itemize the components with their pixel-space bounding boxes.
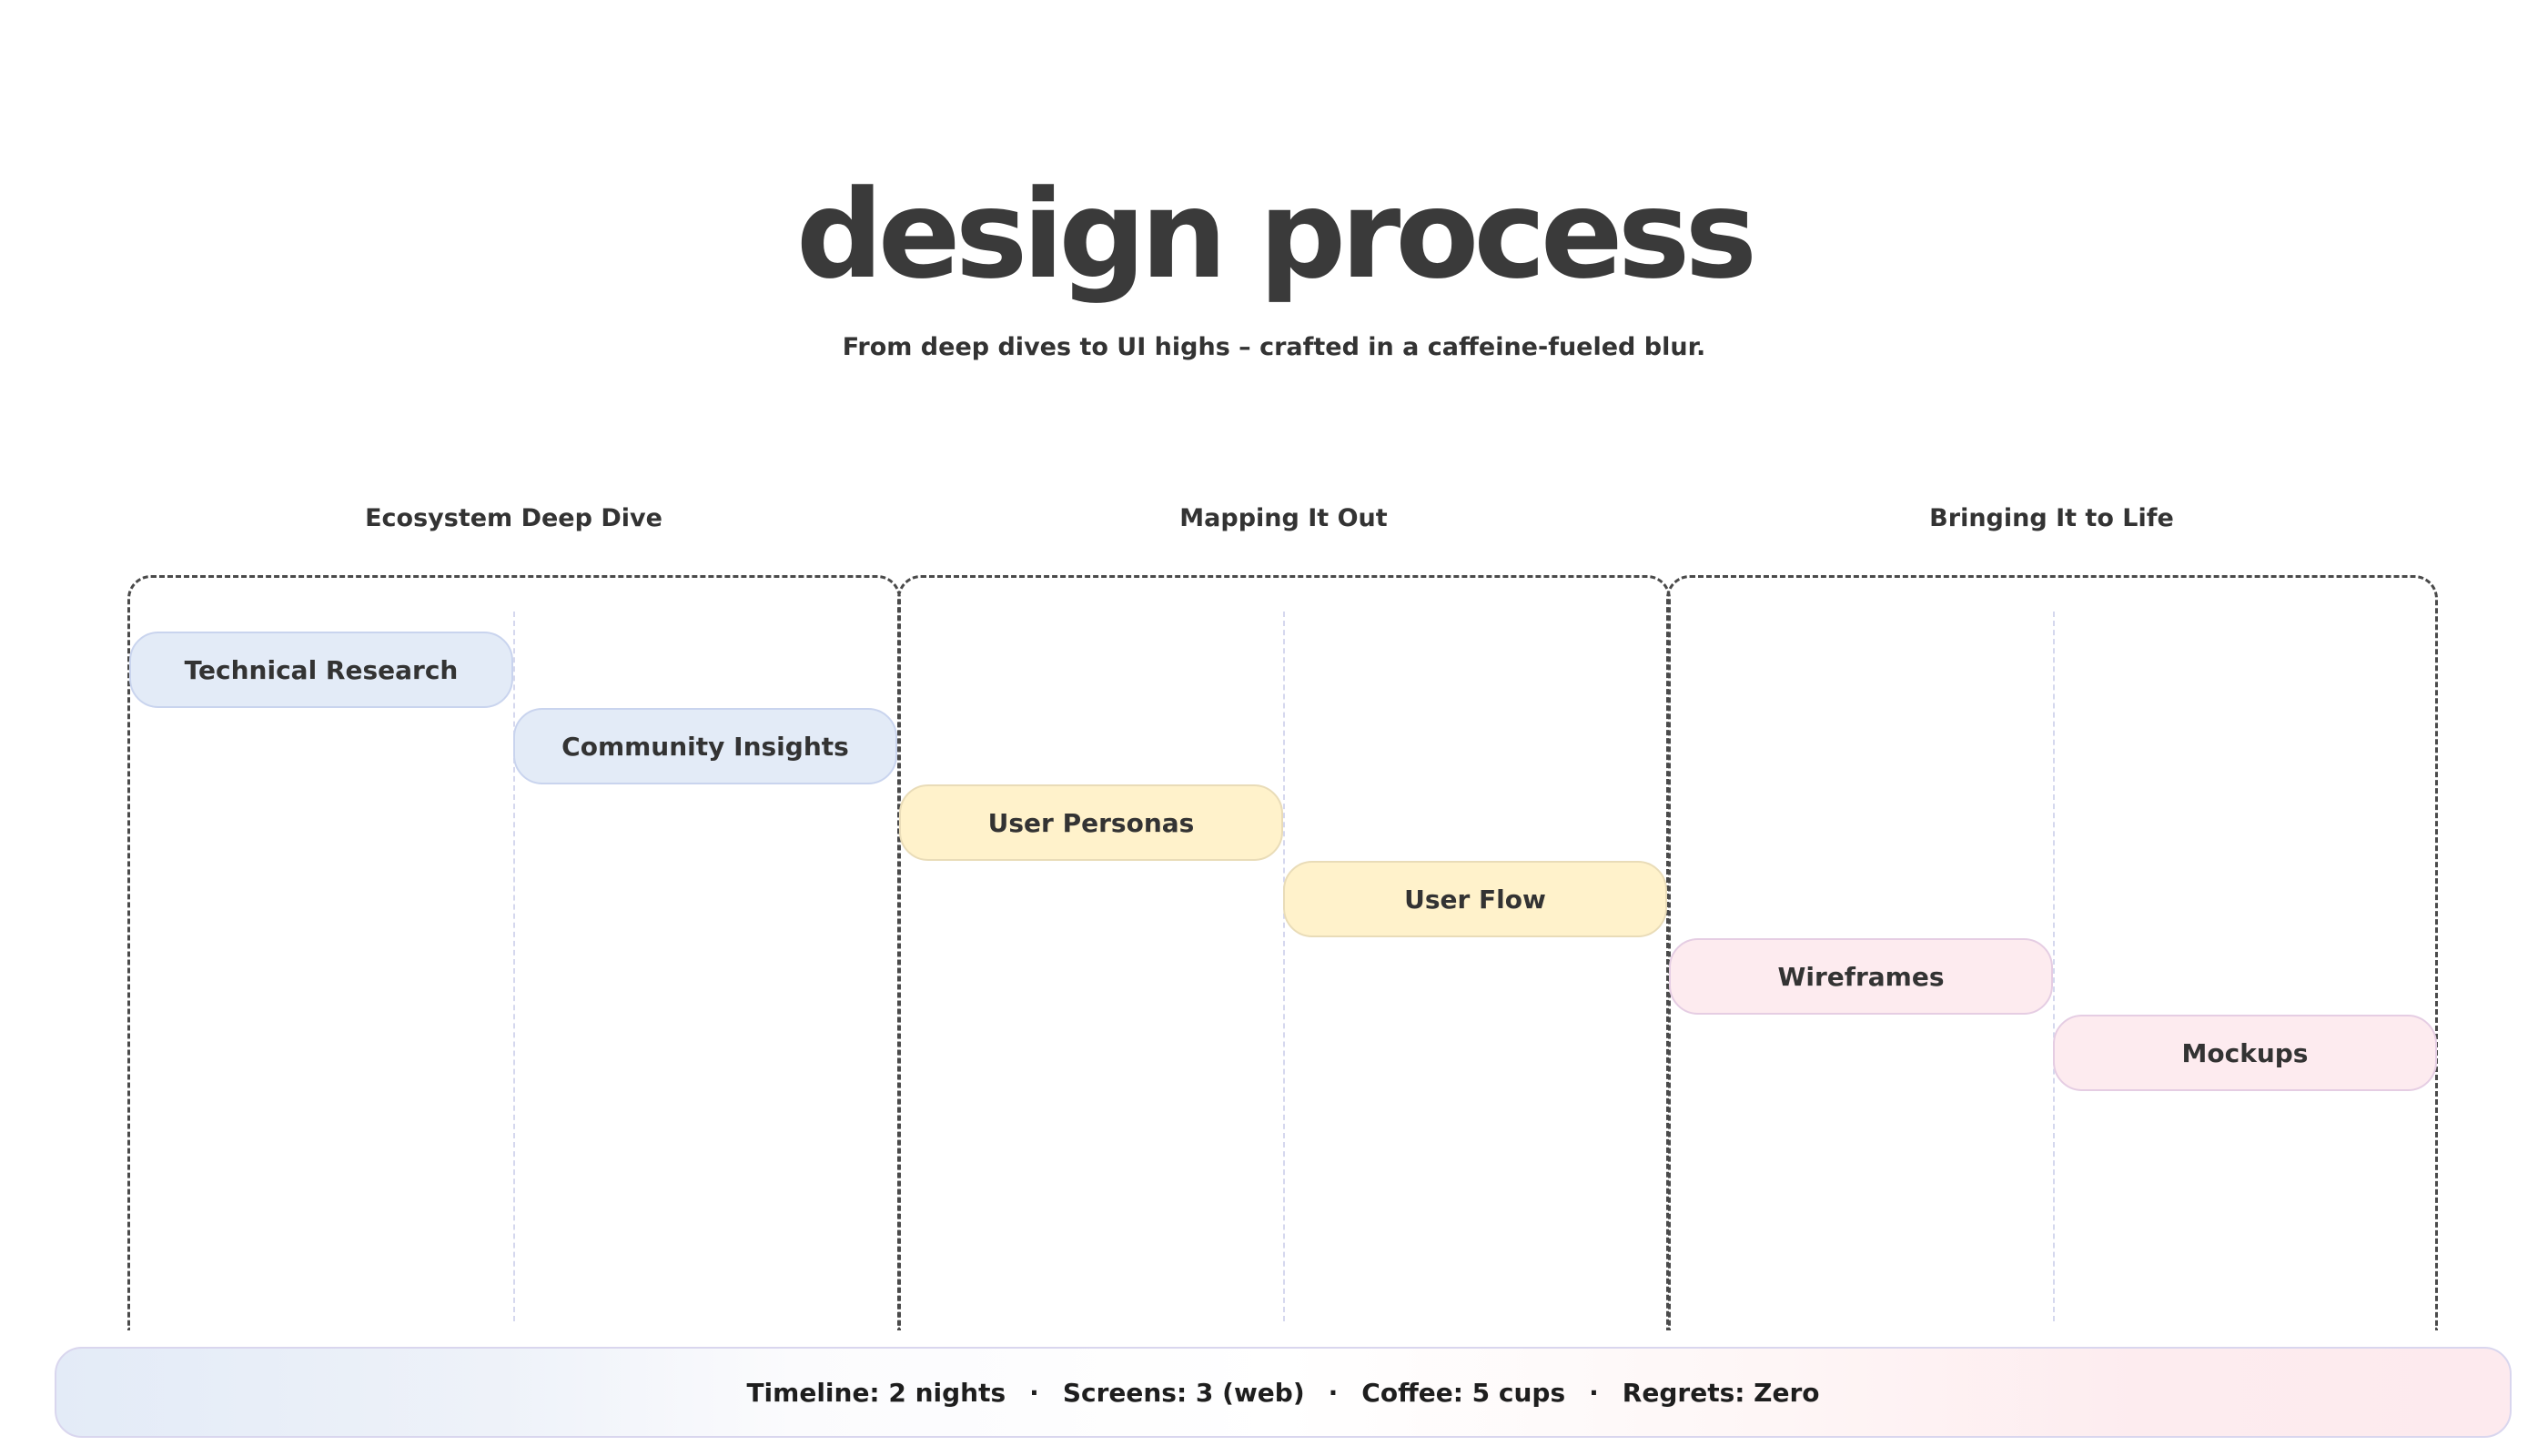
page-subtitle: From deep dives to UI highs – crafted in…	[842, 333, 1706, 361]
phase-box-mapping	[897, 575, 1671, 1330]
stat-coffee: Coffee: 5 cups	[1361, 1377, 1566, 1408]
phase-label-mapping: Mapping It Out	[1179, 504, 1388, 532]
stat-separator: ·	[1589, 1377, 1599, 1408]
step-wireframes: Wireframes	[1669, 938, 2053, 1015]
column-divider	[513, 612, 515, 1321]
step-user-personas: User Personas	[899, 784, 1283, 861]
page-title: design process	[795, 164, 1757, 306]
step-mockups: Mockups	[2053, 1015, 2437, 1091]
stats-footer: Timeline: 2 nights · Screens: 3 (web) · …	[55, 1347, 2512, 1438]
phase-label-bringing: Bringing It to Life	[1929, 504, 2174, 532]
step-community-insights: Community Insights	[513, 708, 897, 784]
step-user-flow: User Flow	[1283, 861, 1667, 937]
step-technical-research: Technical Research	[129, 632, 513, 708]
column-divider	[1283, 612, 1285, 1321]
stat-separator: ·	[1029, 1377, 1039, 1408]
stat-timeline: Timeline: 2 nights	[746, 1377, 1006, 1408]
stat-separator: ·	[1328, 1377, 1339, 1408]
stat-regrets: Regrets: Zero	[1622, 1377, 1820, 1408]
column-divider	[2053, 612, 2055, 1321]
phase-label-ecosystem: Ecosystem Deep Dive	[365, 504, 662, 532]
stat-screens: Screens: 3 (web)	[1062, 1377, 1305, 1408]
phase-box-bringing	[1666, 575, 2438, 1330]
